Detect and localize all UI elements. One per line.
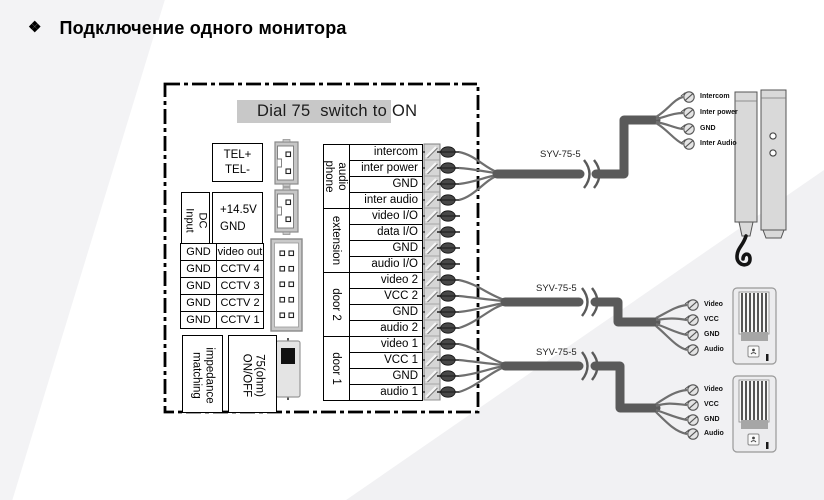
screw-terminal-strip — [419, 143, 462, 402]
terminal-row: video 2 — [349, 272, 423, 289]
dc-input-label: DC — [196, 212, 209, 228]
ohm-switch-box: 75(ohm) ON/OFF — [228, 335, 277, 413]
terminal-row: audio I/O — [349, 256, 423, 273]
terminal-row: GND — [349, 368, 423, 385]
cable-type-label: SYV-75-5 — [540, 149, 581, 160]
terminal-row: GND — [349, 240, 423, 257]
terminal-row: inter power — [349, 160, 423, 177]
pin-label: Inter power — [700, 109, 738, 116]
table-cell: CCTV 3 — [216, 277, 264, 295]
table-cell: GND — [180, 311, 217, 329]
two-pin-connector — [274, 186, 299, 236]
pin-label: Audio — [704, 430, 724, 437]
impedance-label: matching — [190, 351, 203, 399]
section-audio-phone: audio phone — [323, 144, 350, 209]
fanout-wires — [655, 95, 688, 436]
table-cell: CCTV 1 — [216, 311, 264, 329]
pin-label: GND — [700, 125, 716, 132]
pin-label: GND — [704, 331, 720, 338]
table-cell: GND — [180, 243, 217, 261]
tel-minus-label: TEL- — [225, 163, 250, 176]
table-cell: CCTV 2 — [216, 294, 264, 312]
voltage-label: +14.5V — [220, 204, 257, 216]
two-pin-connector — [274, 138, 299, 188]
table-cell: GND — [180, 260, 217, 278]
door-station-icon — [732, 375, 777, 453]
dc-input-label: Input — [183, 207, 196, 233]
audio-phone-handset-icon — [734, 89, 787, 267]
terminal-row: VCC 1 — [349, 352, 423, 369]
page-title-row: ❖ Подключение одного монитора — [28, 15, 347, 41]
ohm-label: ON/OFF — [240, 353, 253, 397]
cable-type-label: SYV-75-5 — [536, 347, 577, 358]
terminal-row: data I/O — [349, 224, 423, 241]
banner-highlight — [237, 100, 391, 123]
table-cell: GND — [180, 294, 217, 312]
section-extension: extension — [323, 208, 350, 273]
terminal-row: audio 1 — [349, 384, 423, 401]
pin-label: VCC — [704, 401, 719, 408]
ten-pin-connector — [270, 238, 303, 332]
terminal-row: GND — [349, 176, 423, 193]
terminal-row: inter audio — [349, 192, 423, 209]
pin-label: GND — [704, 416, 720, 423]
dial-75-banner: Dial 75 switch to ON — [257, 102, 418, 120]
ohm-label: 75(ohm) — [253, 353, 266, 397]
terminal-row: video I/O — [349, 208, 423, 225]
terminal-row: VCC 2 — [349, 288, 423, 305]
pin-label: Audio — [704, 346, 724, 353]
dc-input-box: DC Input — [181, 192, 210, 246]
door-station-icon — [732, 287, 777, 365]
terminal-row: GND — [349, 304, 423, 321]
page-title: Подключение одного монитора — [59, 18, 347, 38]
slide-switch — [275, 338, 301, 400]
section-door-1: door 1 — [323, 336, 350, 401]
power-terminal-box: +14.5V GND — [212, 192, 263, 246]
tel-terminal-box: TEL+ TEL- — [212, 143, 263, 182]
terminal-row: intercom — [349, 144, 423, 161]
pin-label: Video — [704, 386, 723, 393]
section-door-2: door 2 — [323, 272, 350, 337]
table-cell: CCTV 4 — [216, 260, 264, 278]
cable-type-label: SYV-75-5 — [536, 283, 577, 294]
pin-label: Intercom — [700, 93, 730, 100]
pin-label: Inter Audio — [700, 140, 737, 147]
pin-label: Video — [704, 301, 723, 308]
impedance-label: impedance — [203, 346, 216, 404]
table-cell: video out — [216, 243, 264, 261]
pin-label: VCC — [704, 316, 719, 323]
terminal-row: video 1 — [349, 336, 423, 353]
wire-lug-icon — [680, 91, 699, 440]
gnd-label: GND — [220, 221, 246, 233]
impedance-matching-box: impedance matching — [182, 335, 223, 413]
tel-plus-label: TEL+ — [223, 148, 252, 161]
table-cell: GND — [180, 277, 217, 295]
terminal-row: audio 2 — [349, 320, 423, 337]
coax-cables — [492, 115, 661, 413]
diamond-bullet-icon: ❖ — [28, 19, 42, 36]
